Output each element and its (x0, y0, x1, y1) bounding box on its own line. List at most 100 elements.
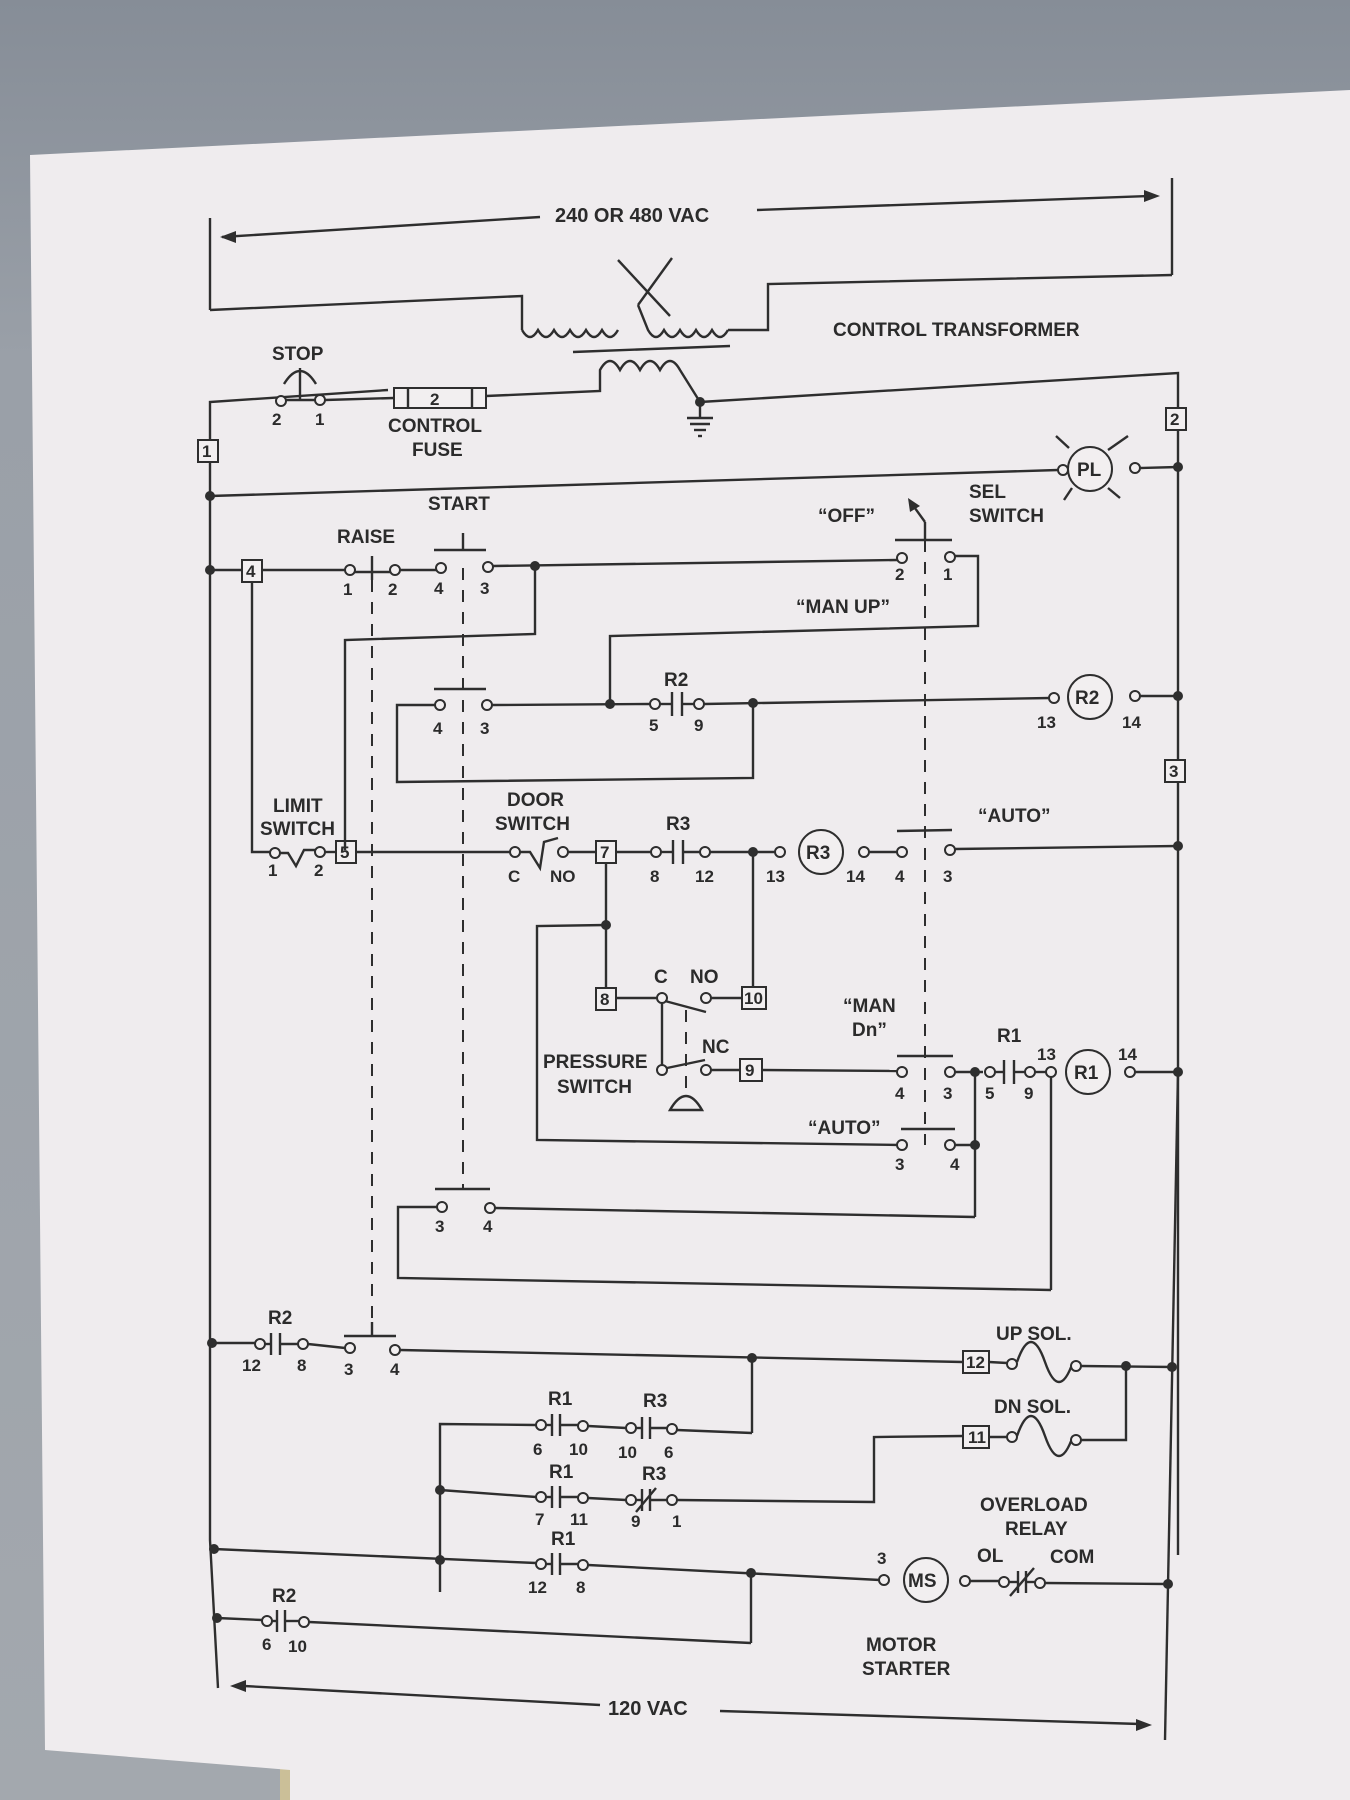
control-fuse: 2 CONTROL FUSE (388, 387, 487, 461)
svg-text:3: 3 (943, 867, 952, 886)
terminal-3 (1164, 759, 1186, 783)
svg-text:14: 14 (846, 867, 865, 886)
limit-switch: LIMIT SWITCH 1 2 (260, 796, 335, 880)
svg-text:FUSE: FUSE (412, 440, 463, 461)
sel-switch-auto-a[interactable]: 4 3 “AUTO” (895, 806, 1050, 886)
start-button[interactable]: START 4 3 (428, 494, 494, 598)
svg-text:12: 12 (966, 1353, 985, 1372)
svg-text:SEL: SEL (969, 482, 1006, 503)
svg-text:4: 4 (246, 562, 256, 581)
svg-text:8: 8 (576, 1578, 585, 1597)
svg-text:13: 13 (1037, 1045, 1056, 1064)
raise-button[interactable]: RAISE 1 2 (337, 527, 401, 599)
svg-text:7: 7 (535, 1510, 544, 1529)
pressure-switch: C NO NC PRESSURE SWITCH (543, 967, 742, 1112)
svg-text:R1: R1 (548, 1389, 573, 1410)
svg-text:SWITCH: SWITCH (260, 819, 335, 840)
svg-text:6: 6 (262, 1635, 271, 1654)
control-transformer: CONTROL TRANSFORMER (209, 257, 1180, 1555)
svg-text:4: 4 (390, 1360, 400, 1379)
svg-text:NO: NO (550, 867, 576, 886)
svg-text:COM: COM (1050, 1547, 1094, 1568)
svg-text:3: 3 (877, 1549, 886, 1568)
svg-text:11: 11 (570, 1510, 588, 1529)
svg-text:4: 4 (433, 719, 443, 738)
primary-voltage-dimension: 240 OR 480 VAC (208, 178, 1174, 310)
svg-text:1: 1 (672, 1512, 681, 1531)
motor-starter-coil: MS 3 MOTOR STARTER (862, 1549, 971, 1680)
svg-text:3: 3 (480, 719, 489, 738)
svg-text:2: 2 (272, 410, 281, 429)
svg-text:2: 2 (430, 390, 439, 409)
svg-text:STARTER: STARTER (862, 1659, 951, 1680)
svg-text:8: 8 (297, 1356, 306, 1375)
relay-coil-r1: R1 13 14 (1037, 1045, 1137, 1095)
svg-text:PRESSURE: PRESSURE (543, 1052, 648, 1073)
control-transformer-label: CONTROL TRANSFORMER (833, 320, 1080, 341)
svg-text:DOOR: DOOR (507, 790, 564, 811)
svg-text:R2: R2 (272, 1586, 296, 1607)
svg-text:13: 13 (766, 867, 785, 886)
svg-text:START: START (428, 494, 490, 515)
paper-sheet (30, 90, 1350, 1800)
svg-text:C: C (508, 867, 520, 886)
svg-text:2: 2 (895, 565, 904, 584)
control-voltage-dimension: 120 VAC (230, 1680, 1152, 1731)
svg-text:R3: R3 (806, 843, 830, 864)
sel-switch-auto-b[interactable]: “AUTO” 3 4 (808, 1118, 960, 1174)
pilot-light: PL (1055, 435, 1183, 501)
sel-switch-off[interactable]: “OFF” 2 1 (818, 498, 956, 584)
svg-text:14: 14 (1118, 1045, 1137, 1064)
svg-text:10: 10 (288, 1637, 307, 1656)
svg-text:1: 1 (202, 442, 211, 461)
svg-text:2: 2 (314, 861, 323, 880)
svg-text:11: 11 (968, 1428, 986, 1447)
svg-text:R1: R1 (1074, 1063, 1099, 1084)
svg-text:SWITCH: SWITCH (557, 1077, 632, 1098)
svg-text:NC: NC (702, 1037, 730, 1058)
svg-text:PL: PL (1077, 460, 1102, 481)
svg-text:“MAN: “MAN (843, 996, 896, 1017)
stop-button[interactable]: STOP 2 1 (272, 344, 326, 429)
raise-lower-contact[interactable]: 3 4 (344, 1322, 401, 1379)
svg-text:LIMIT: LIMIT (273, 796, 323, 817)
svg-text:OVERLOAD: OVERLOAD (980, 1495, 1088, 1516)
svg-text:1: 1 (268, 861, 277, 880)
svg-text:10: 10 (744, 989, 763, 1008)
svg-text:R3: R3 (643, 1391, 667, 1412)
r3-hold-contact: R3 8 12 (650, 814, 714, 886)
r3-contact-b-nc: R3 9 1 (625, 1464, 681, 1531)
svg-text:1: 1 (343, 580, 352, 599)
svg-text:“MAN UP”: “MAN UP” (796, 597, 890, 618)
svg-text:“AUTO”: “AUTO” (808, 1118, 880, 1139)
svg-text:SWITCH: SWITCH (495, 814, 570, 835)
r1-contact-b: R1 7 11 (535, 1462, 589, 1529)
svg-text:5: 5 (340, 843, 349, 862)
svg-text:OL: OL (977, 1546, 1004, 1567)
overload-relay-contact: OVERLOAD RELAY OL COM (977, 1495, 1094, 1597)
relay-coil-r3: R3 13 14 (766, 829, 870, 886)
pilot-light-wire (209, 468, 1059, 498)
r1-hold-contact: R1 5 9 (984, 1026, 1036, 1103)
svg-text:MS: MS (908, 1571, 937, 1592)
svg-text:8: 8 (600, 990, 609, 1009)
svg-text:R3: R3 (642, 1464, 666, 1485)
svg-text:9: 9 (1024, 1084, 1033, 1103)
svg-text:8: 8 (650, 867, 659, 886)
svg-text:3: 3 (480, 579, 489, 598)
control-voltage-label: 120 VAC (608, 1698, 688, 1720)
terminal-2 (1165, 407, 1187, 431)
svg-text:13: 13 (1037, 713, 1056, 732)
svg-text:“AUTO”: “AUTO” (978, 806, 1050, 827)
svg-text:10: 10 (618, 1443, 637, 1462)
svg-text:CONTROL: CONTROL (388, 416, 482, 437)
svg-text:6: 6 (664, 1443, 673, 1462)
svg-text:9: 9 (694, 716, 703, 735)
svg-text:6: 6 (533, 1440, 542, 1459)
sel-switch-man-dn[interactable]: “MAN Dn” 4 3 (843, 996, 956, 1103)
svg-text:R3: R3 (666, 814, 690, 835)
svg-text:3: 3 (344, 1360, 353, 1379)
svg-text:5: 5 (649, 716, 658, 735)
svg-text:SWITCH: SWITCH (969, 506, 1044, 527)
svg-text:RELAY: RELAY (1005, 1519, 1068, 1540)
